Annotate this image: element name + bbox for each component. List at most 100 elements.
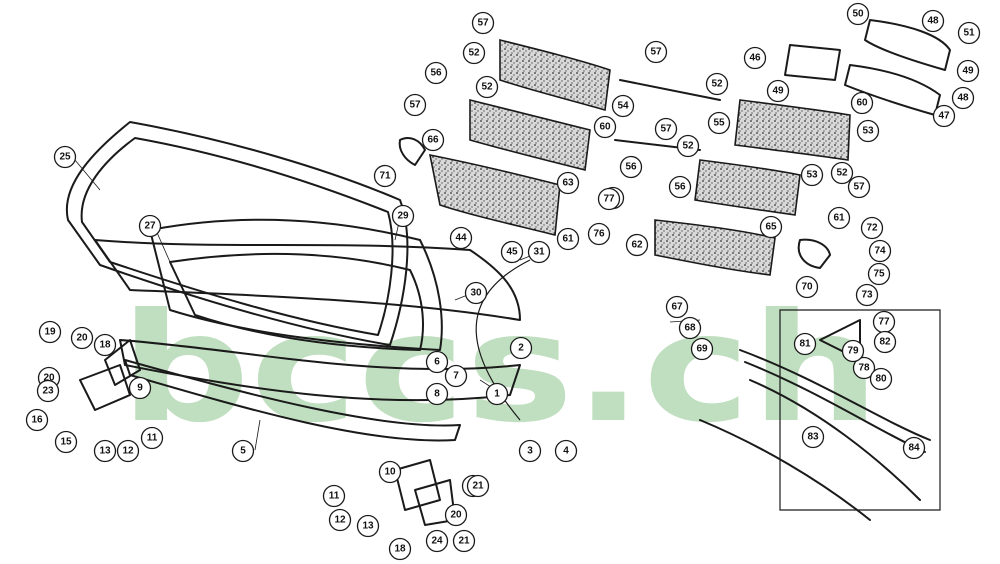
callout-number: 82: [879, 337, 891, 348]
callout-number: 24: [431, 536, 443, 547]
callout-circle: [25, 408, 49, 432]
callout-number: 84: [908, 443, 920, 454]
callout-16: 16: [25, 408, 49, 432]
callout-84: 84: [902, 436, 926, 460]
callout-circle: [328, 508, 352, 532]
callout-number: 60: [599, 122, 611, 133]
callout-number: 49: [772, 86, 784, 97]
callout-circle: [425, 382, 449, 406]
callout-circle: [421, 128, 445, 152]
callout-10: 10: [378, 460, 402, 484]
callout-circle: [424, 61, 448, 85]
callout-62: 62: [625, 233, 649, 257]
callout-circle: [36, 379, 60, 403]
callout-21: 21: [466, 474, 490, 498]
callout-30: 30: [464, 281, 488, 305]
callout-number: 15: [60, 437, 72, 448]
callout-77: 77: [597, 187, 621, 211]
callout-54: 54: [611, 94, 635, 118]
callout-circle: [856, 119, 880, 143]
callout-number: 19: [44, 327, 56, 338]
callout-circle: [957, 21, 981, 45]
callout-circle: [356, 514, 380, 538]
callout-circle: [593, 115, 617, 139]
callout-5: 5: [231, 439, 255, 463]
callout-circle: [932, 104, 956, 128]
callout-circle: [128, 376, 152, 400]
callout-number: 21: [458, 536, 470, 547]
callout-number: 52: [711, 79, 723, 90]
sun-visors: [398, 19, 951, 276]
callout-19: 19: [38, 320, 62, 344]
callout-number: 52: [836, 168, 848, 179]
callout-number: 53: [862, 126, 874, 137]
callout-circle: [378, 460, 402, 484]
callout-number: 48: [957, 93, 969, 104]
callout-52: 52: [676, 134, 700, 158]
callout-circle: [869, 367, 893, 391]
callout-number: 52: [481, 82, 493, 93]
callout-67: 67: [665, 295, 689, 319]
callout-57: 57: [471, 11, 495, 35]
callout-number: 65: [765, 222, 777, 233]
callout-number: 56: [674, 182, 686, 193]
callout-number: 44: [455, 233, 467, 244]
callout-number: 79: [847, 346, 859, 357]
callout-74: 74: [868, 239, 892, 263]
callout-number: 31: [533, 247, 545, 258]
callout-18: 18: [388, 537, 412, 561]
callout-18: 18: [93, 333, 117, 357]
callout-number: 46: [749, 53, 761, 64]
callout-number: 57: [650, 47, 662, 58]
callout-47: 47: [932, 104, 956, 128]
callout-number: 18: [99, 340, 111, 351]
callout-number: 50: [852, 9, 864, 20]
callout-55: 55: [707, 111, 731, 135]
callout-15: 15: [54, 430, 78, 454]
callout-56: 56: [619, 155, 643, 179]
callout-number: 8: [434, 389, 440, 400]
callout-number: 47: [938, 111, 950, 122]
callout-circle: [93, 333, 117, 357]
callout-number: 7: [453, 371, 459, 382]
callout-70: 70: [795, 275, 819, 299]
callout-circle: [452, 529, 476, 553]
callout-52: 52: [705, 72, 729, 96]
callout-69: 69: [690, 337, 714, 361]
callout-number: 52: [682, 141, 694, 152]
callout-63: 63: [556, 171, 580, 195]
callout-circle: [759, 215, 783, 239]
callout-number: 62: [631, 240, 643, 251]
callout-number: 83: [807, 432, 819, 443]
callout-circle: [921, 9, 945, 33]
callout-number: 48: [927, 16, 939, 27]
callout-78: 78: [852, 356, 876, 380]
callout-circle: [625, 233, 649, 257]
callout-45: 45: [500, 240, 524, 264]
callout-number: 60: [856, 98, 868, 109]
callout-50: 50: [846, 2, 870, 26]
callout-circle: [846, 2, 870, 26]
callout-44: 44: [449, 226, 473, 250]
callout-circle: [475, 75, 499, 99]
callout-circle: [322, 484, 346, 508]
callout-23: 23: [36, 379, 60, 403]
callout-number: 68: [684, 323, 696, 334]
callout-number: 52: [468, 48, 480, 59]
callout-circle: [449, 226, 473, 250]
callout-number: 54: [617, 101, 629, 112]
callout-68: 68: [678, 316, 702, 340]
callout-53: 53: [800, 163, 824, 187]
callout-3: 3: [518, 439, 542, 463]
callout-circle: [464, 281, 488, 305]
callout-circle: [801, 425, 825, 449]
callout-65: 65: [759, 215, 783, 239]
callout-circle: [556, 171, 580, 195]
callout-circle: [509, 336, 533, 360]
callout-circle: [841, 339, 865, 363]
callout-circle: [676, 134, 700, 158]
callout-21: 21: [452, 529, 476, 553]
callout-circle: [665, 295, 689, 319]
callout-circle: [466, 474, 490, 498]
